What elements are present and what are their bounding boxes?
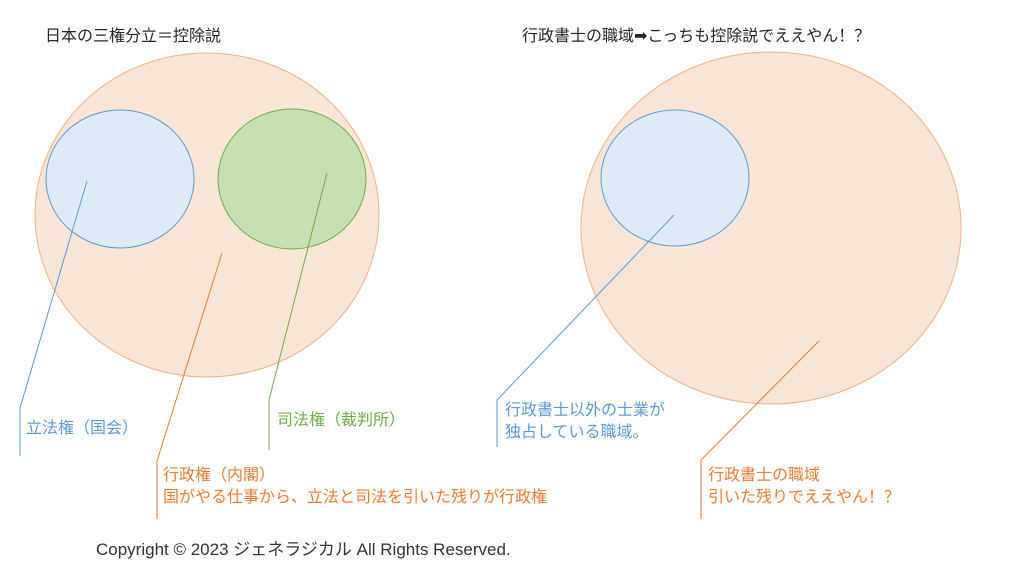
executive-label: 行政権（内閣） 国がやる仕事から、立法と司法を引いた残りが行政権 [163, 464, 547, 508]
other-professions-circle [600, 109, 750, 247]
other-professions-callout-line [496, 214, 675, 447]
gyosei-domain-label: 行政書士の職域 引いた残りでええやん！？ [708, 464, 900, 508]
other-professions-label: 行政書士以外の士業が 独占している職域。 [505, 399, 665, 443]
other-professions-line1: 行政書士以外の士業が [505, 400, 666, 419]
legislative-callout-line [19, 180, 88, 456]
judicial-label: 司法権（裁判所） [277, 410, 406, 429]
left-diagram-title: 日本の三権分立＝控除説 [45, 26, 222, 45]
legislative-circle [45, 109, 195, 249]
judicial-circle [217, 108, 367, 250]
judicial-callout-line [268, 172, 328, 450]
gyosei-callout-line [700, 340, 820, 519]
legislative-label: 立法権（国会） [26, 418, 139, 437]
copyright-notice: Copyright © 2023 ジェネラジカル All Rights Rese… [96, 540, 511, 559]
executive-callout-line [156, 252, 223, 519]
gyosei-domain-line1: 行政書士の職域 [708, 465, 821, 484]
gyosei-domain-line2: 引いた残りでええやん！？ [708, 487, 901, 506]
right-diagram-title: 行政書士の職域➡こっちも控除説でええやん！？ [522, 26, 871, 45]
executive-label-line1: 行政権（内閣） [163, 465, 276, 484]
other-professions-line2: 独占している職域。 [505, 422, 649, 441]
executive-label-line2: 国がやる仕事から、立法と司法を引いた残りが行政権 [163, 487, 548, 506]
